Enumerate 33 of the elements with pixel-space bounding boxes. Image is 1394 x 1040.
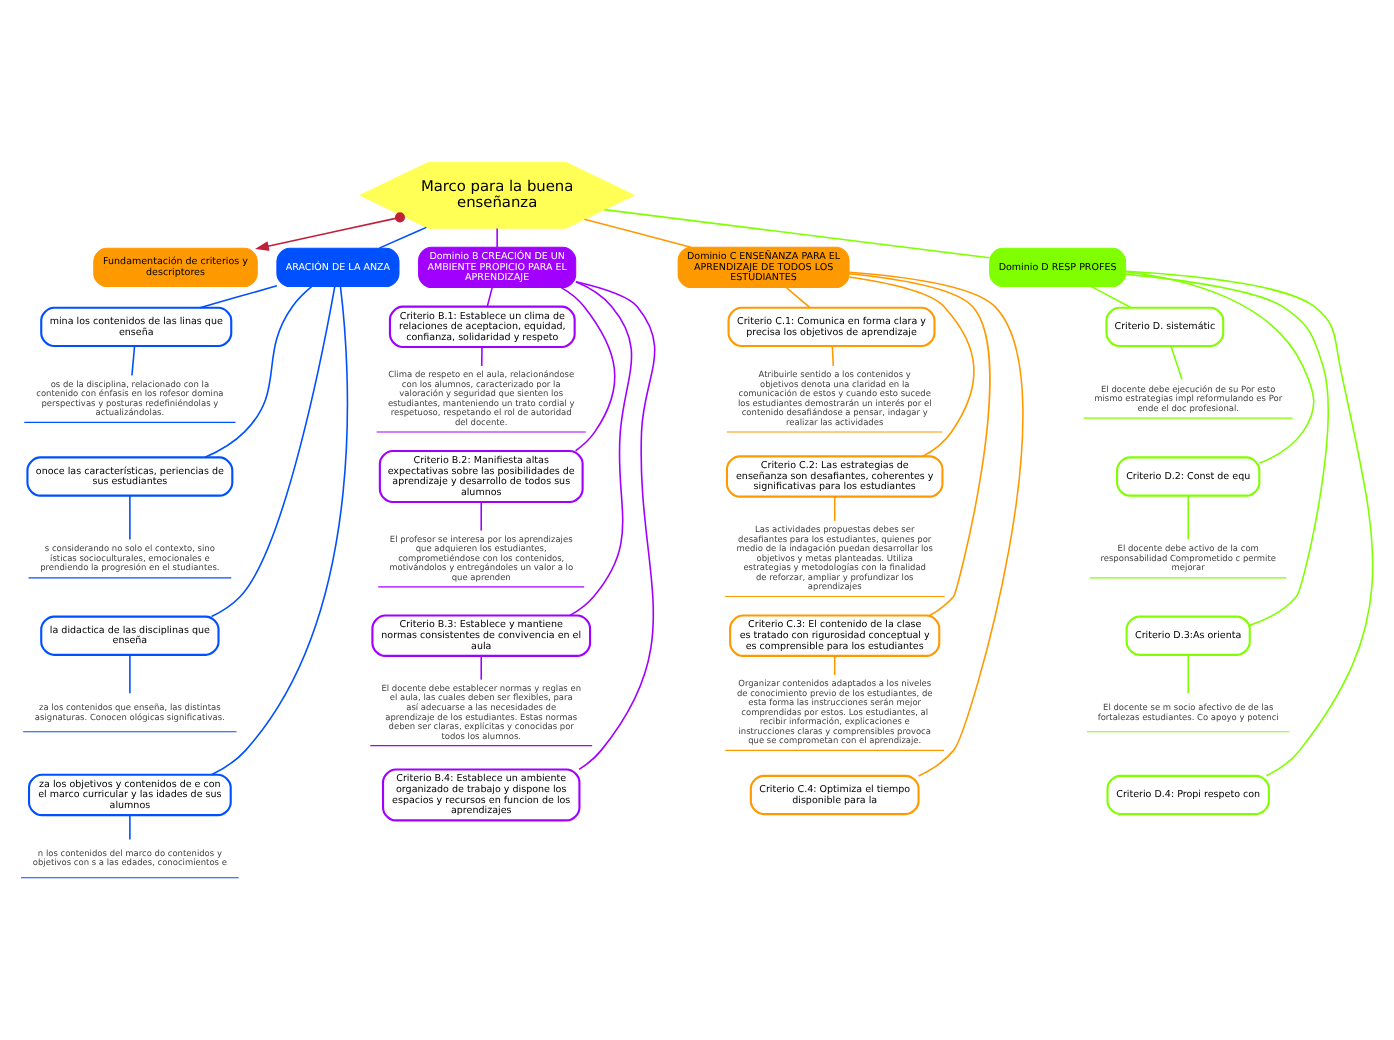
connector [480, 346, 483, 367]
connector [1124, 270, 1374, 777]
connector [129, 654, 131, 694]
connector [569, 281, 633, 617]
connector [848, 271, 1024, 777]
connector [785, 287, 811, 309]
connector [210, 285, 349, 776]
connector [831, 345, 835, 367]
connector [1090, 285, 1132, 309]
connector [1170, 345, 1183, 381]
connector [486, 287, 493, 308]
connector [833, 655, 836, 676]
connector [131, 345, 136, 377]
connector [204, 285, 313, 459]
connector [1187, 494, 1189, 541]
connector [1124, 270, 1315, 464]
connector [378, 226, 428, 249]
connector [1187, 654, 1189, 694]
connector [129, 494, 131, 541]
connector [848, 276, 975, 458]
connector [848, 272, 991, 617]
connector [560, 286, 616, 452]
connector [480, 655, 483, 681]
connector [496, 227, 498, 248]
connector [1125, 273, 1329, 626]
connector [575, 280, 656, 771]
arrow [255, 212, 405, 251]
connector [603, 208, 991, 259]
connector [129, 814, 131, 841]
connector [480, 501, 483, 532]
connector [583, 218, 692, 248]
connector [210, 285, 336, 618]
connector [833, 496, 836, 522]
